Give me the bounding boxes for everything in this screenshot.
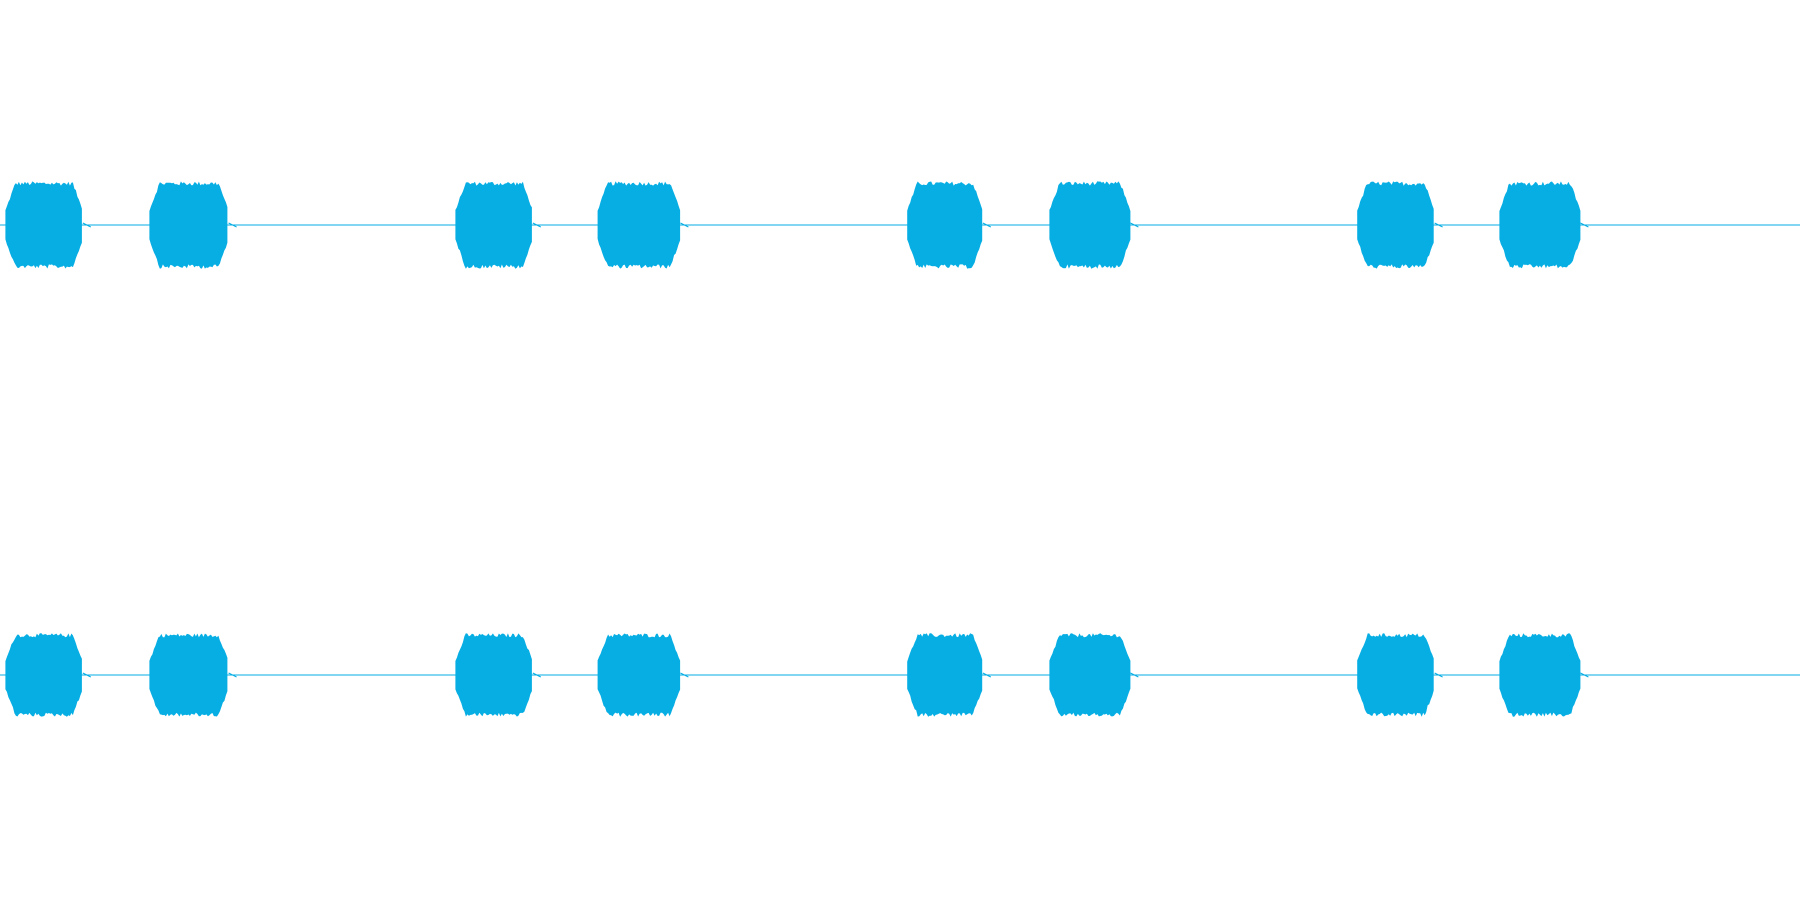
channel-2-burst-2 xyxy=(149,633,228,717)
channel-1-burst-7-tail xyxy=(1434,222,1443,228)
channel-2-burst-4 xyxy=(597,633,681,717)
channel-1-burst-3-tail xyxy=(532,222,542,228)
channel-1-burst-4 xyxy=(597,181,681,269)
channel-1-burst-3 xyxy=(455,181,532,269)
channel-1-burst-5-tail xyxy=(982,222,992,228)
channel-1-burst-1-tail xyxy=(82,222,92,228)
channel-2-burst-2-tail xyxy=(228,672,237,678)
channel-2-burst-5 xyxy=(907,633,983,717)
channel-1-burst-8-tail xyxy=(1580,222,1589,228)
channel-1-burst-2-tail xyxy=(228,222,237,228)
channel-2-burst-1-tail xyxy=(82,672,92,678)
channel-1-waveform xyxy=(0,181,1800,269)
channel-1-burst-7 xyxy=(1357,181,1434,269)
channel-1-burst-2 xyxy=(149,181,228,269)
channel-1-burst-5 xyxy=(907,181,983,269)
channel-2-burst-6-tail xyxy=(1130,672,1139,678)
channel-2-burst-5-tail xyxy=(982,672,992,678)
channel-2-burst-8-tail xyxy=(1580,672,1589,678)
channel-1-burst-8 xyxy=(1499,181,1581,269)
channel-2-burst-4-tail xyxy=(680,672,689,678)
channel-2-burst-7-tail xyxy=(1434,672,1443,678)
channel-2-burst-3 xyxy=(455,633,532,717)
channel-2-burst-3-tail xyxy=(532,672,542,678)
channel-2-burst-1 xyxy=(5,633,82,717)
channel-1-burst-4-tail xyxy=(680,222,689,228)
channel-2-burst-7 xyxy=(1357,633,1434,717)
channel-1-burst-6-tail xyxy=(1130,222,1139,228)
channel-1-burst-6 xyxy=(1049,181,1131,269)
channel-2-waveform xyxy=(0,633,1800,717)
channel-1-burst-1 xyxy=(5,181,82,269)
channel-2-burst-6 xyxy=(1049,633,1131,717)
channel-2-burst-8 xyxy=(1499,633,1581,717)
